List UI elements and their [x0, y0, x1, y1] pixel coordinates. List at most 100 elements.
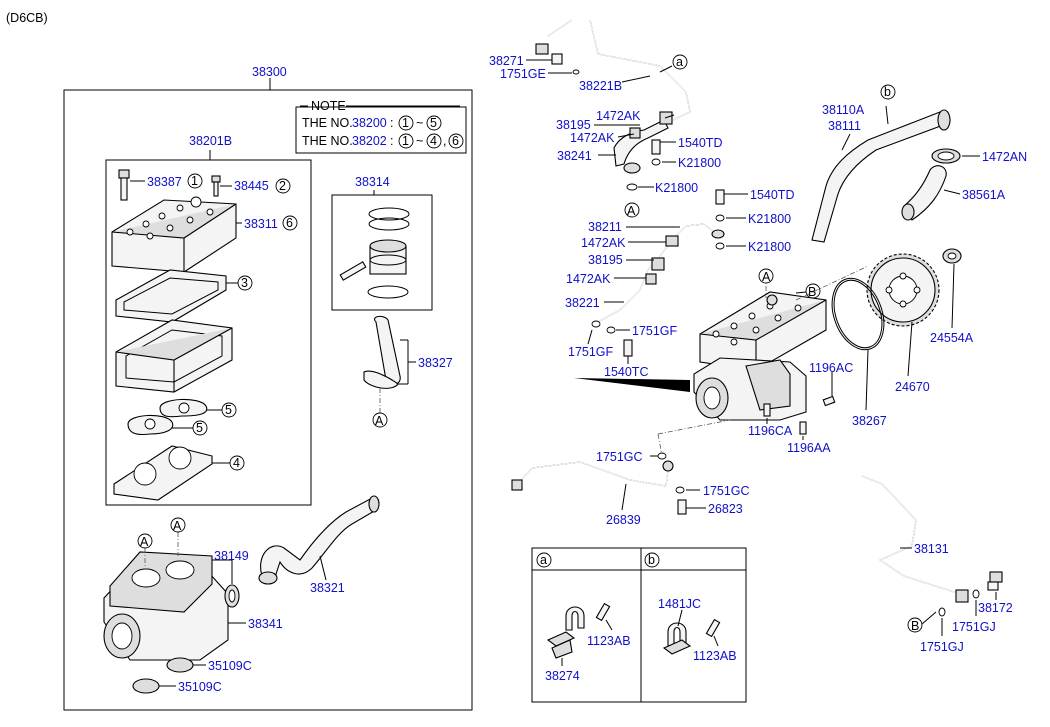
- hose-38561a-icon: [901, 165, 947, 221]
- housing-part-number[interactable]: 38341: [248, 617, 283, 631]
- cap-upper-icon: [166, 657, 194, 673]
- housing-callout-a: A: [140, 535, 149, 549]
- detail-b-label: b: [648, 553, 655, 567]
- p38131-number[interactable]: 38131: [914, 542, 949, 556]
- left-assembly-frame: 38300: [63, 65, 473, 711]
- note-line1-b: 5: [430, 116, 437, 130]
- p1751GJ-2-number[interactable]: 1751GJ: [920, 640, 964, 654]
- p1540TD-2-number[interactable]: 1540TD: [750, 188, 794, 202]
- p24670-number[interactable]: 24670: [895, 380, 930, 394]
- piston-assembly-box: 38314: [331, 175, 433, 311]
- note-line1-a: 1: [402, 116, 409, 130]
- p1196AC-number[interactable]: 1196AC: [809, 361, 853, 375]
- note-line2-b: 4: [430, 134, 437, 148]
- bolt1-part-number[interactable]: 38387: [147, 175, 182, 189]
- bolt-1540td-2-icon: [715, 189, 725, 205]
- p1751GC-1-number[interactable]: 1751GC: [596, 450, 643, 464]
- note-line2-sep: :: [390, 134, 393, 148]
- washer-1751gf-1-icon: [591, 320, 601, 328]
- bolt-1123ab-b-icon: [705, 618, 721, 638]
- p1472AK-2-number[interactable]: 1472AK: [570, 131, 615, 145]
- pK21800-2-number[interactable]: K21800: [655, 181, 698, 195]
- p38195-mid-number[interactable]: 38195: [588, 253, 623, 267]
- pK21800-4-number[interactable]: K21800: [748, 240, 791, 254]
- fitting-38172-icon: [987, 571, 1003, 591]
- p38110A-number[interactable]: 38110A: [822, 103, 865, 117]
- p38267-number[interactable]: 38267: [852, 414, 887, 428]
- washer-k21800-3-icon: [715, 214, 725, 222]
- p1751GF-1-number[interactable]: 1751GF: [632, 324, 678, 338]
- p38221B-number[interactable]: 38221B: [579, 79, 622, 93]
- oil-seal-part-number[interactable]: 38149: [214, 549, 249, 563]
- detail-b-bolt[interactable]: 1123AB: [693, 649, 737, 663]
- detail-a-clamp[interactable]: 38274: [545, 669, 580, 683]
- hose-38241-icon: [613, 111, 673, 174]
- washer-1751gc-1-icon: [657, 452, 667, 460]
- p1751GJ-1-number[interactable]: 1751GJ: [952, 620, 996, 634]
- p1472AK-1-number[interactable]: 1472AK: [596, 109, 641, 123]
- p1751GC-2-number[interactable]: 1751GC: [703, 484, 750, 498]
- p1196CA-number[interactable]: 1196CA: [748, 424, 793, 438]
- p1472AN-number[interactable]: 1472AN: [982, 150, 1027, 164]
- cap1-part-number[interactable]: 35109C: [208, 659, 252, 673]
- note-line1-part[interactable]: 38200: [352, 116, 387, 130]
- p38561A-number[interactable]: 38561A: [962, 188, 1006, 202]
- head-gasket-icon: [115, 269, 227, 323]
- note-line1-tilde: ~: [416, 116, 423, 130]
- clamp-1481jc-icon: [662, 622, 692, 655]
- cylinder-head-icon: [111, 196, 237, 273]
- p38241-number[interactable]: 38241: [557, 149, 592, 163]
- head-assy-number[interactable]: 38201B: [189, 134, 232, 148]
- clamp-38274-icon: [546, 606, 585, 659]
- p1751GF-2-number[interactable]: 1751GF: [568, 345, 614, 359]
- group-part-number[interactable]: 38300: [252, 65, 287, 79]
- air-pipe-38321-icon: [258, 495, 380, 585]
- note-line1-prefix: THE NO.: [302, 116, 353, 130]
- p38172-number[interactable]: 38172: [978, 601, 1013, 615]
- p1196AA-number[interactable]: 1196AA: [787, 441, 831, 455]
- p26839-number[interactable]: 26839: [606, 513, 641, 527]
- engine-code-label: (D6CB): [6, 11, 48, 25]
- bolt-38387-icon: [118, 169, 130, 201]
- p1540TD-1-number[interactable]: 1540TD: [678, 136, 722, 150]
- note-line2-a: 1: [402, 134, 409, 148]
- washer-1751gf-2-icon: [606, 326, 616, 334]
- callout-B-bottom: B: [911, 619, 919, 633]
- bolt-1196ca-icon: [763, 403, 771, 417]
- conrod-part-number[interactable]: 38327: [418, 356, 453, 370]
- p38195-top-number[interactable]: 38195: [556, 118, 591, 132]
- detail-b-clamp[interactable]: 1481JC: [658, 597, 701, 611]
- reed-plate-lower-icon: [127, 414, 174, 436]
- hose-38111-icon: [811, 109, 951, 243]
- p1751GE-number[interactable]: 1751GE: [500, 67, 546, 81]
- detail-a-bolt[interactable]: 1123AB: [587, 634, 631, 648]
- head-part-number[interactable]: 38311: [244, 217, 278, 231]
- note-line1-sep: :: [390, 116, 393, 130]
- p38211-number[interactable]: 38211: [588, 220, 622, 234]
- pK21800-3-number[interactable]: K21800: [748, 212, 791, 226]
- p24554A-number[interactable]: 24554A: [930, 331, 974, 345]
- callout-b-top: b: [884, 85, 891, 99]
- note-line2-comma: ,: [443, 134, 446, 148]
- p26823-number[interactable]: 26823: [708, 502, 743, 516]
- pK21800-1-number[interactable]: K21800: [678, 156, 721, 170]
- plate-ref-a: 5: [225, 403, 232, 417]
- housing-callout-b: A: [173, 519, 182, 533]
- p1540TC-number[interactable]: 1540TC: [604, 365, 648, 379]
- p38271-number[interactable]: 38271: [489, 54, 524, 68]
- washer-1751gj-2-icon: [938, 607, 946, 617]
- note-title: NOTE: [311, 99, 346, 113]
- p38221-number[interactable]: 38221: [565, 296, 600, 310]
- air-compressor-icon: [693, 291, 827, 421]
- pipe-part-number[interactable]: 38321: [310, 581, 345, 595]
- piston-assy-number[interactable]: 38314: [355, 175, 390, 189]
- bolt2-part-number[interactable]: 38445: [234, 179, 269, 193]
- p1472AK-4-number[interactable]: 1472AK: [566, 272, 611, 286]
- note-line2-part[interactable]: 38202: [352, 134, 387, 148]
- crankcase-housing-icon: A A: [103, 517, 229, 661]
- cap2-part-number[interactable]: 35109C: [178, 680, 222, 694]
- clamp-1472an-icon: [931, 148, 961, 164]
- p1472AK-3-number[interactable]: 1472AK: [581, 236, 626, 250]
- p38111-number[interactable]: 38111: [828, 119, 861, 133]
- valve-plate-icon: [115, 319, 233, 393]
